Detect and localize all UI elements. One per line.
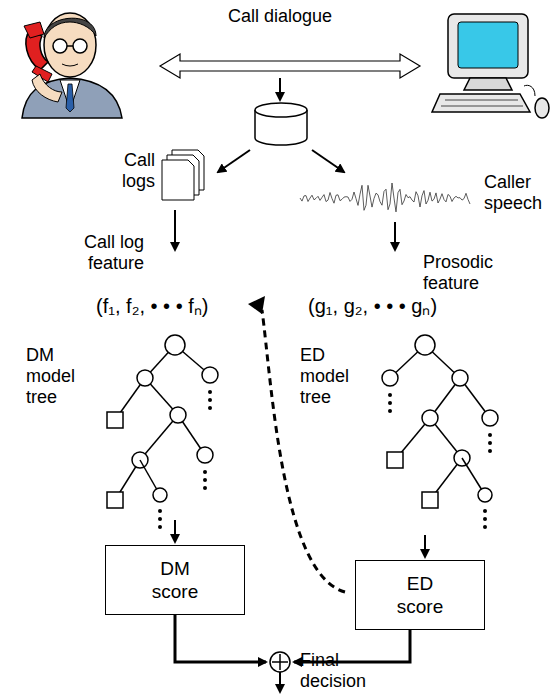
feature-vector: (f₁, f₂, • • • fₙ) xyxy=(96,296,266,317)
database-symbol xyxy=(255,103,307,145)
continuation-dots xyxy=(158,390,212,529)
continuation-dots xyxy=(388,393,492,529)
feature-vector: (g₁, g₂, • • • gₙ) xyxy=(308,296,498,317)
heading-label: Call dialogue xyxy=(225,6,335,27)
feature-label: Prosodic feature xyxy=(423,252,533,294)
dialogue-arrow xyxy=(160,54,420,78)
model-label: DM model tree xyxy=(26,345,88,408)
document-icon xyxy=(162,150,204,200)
ed-tree-symbol xyxy=(382,335,498,508)
output-label: Final decision xyxy=(300,650,390,692)
sum-symbol xyxy=(270,652,290,672)
score-text: DM score xyxy=(140,557,210,603)
score-box: ED score xyxy=(355,560,485,630)
feature-label: Call log feature xyxy=(40,232,144,274)
score-text: ED score xyxy=(385,572,455,618)
model-label: ED model tree xyxy=(300,345,362,408)
dm-tree-symbol xyxy=(107,335,218,508)
score-box: DM score xyxy=(105,545,245,615)
computer-illustration xyxy=(432,14,549,118)
source-label: Caller speech xyxy=(484,172,556,214)
source-label: Call logs xyxy=(90,150,155,192)
speech-waveform xyxy=(300,183,470,212)
caller-illustration xyxy=(22,13,122,118)
